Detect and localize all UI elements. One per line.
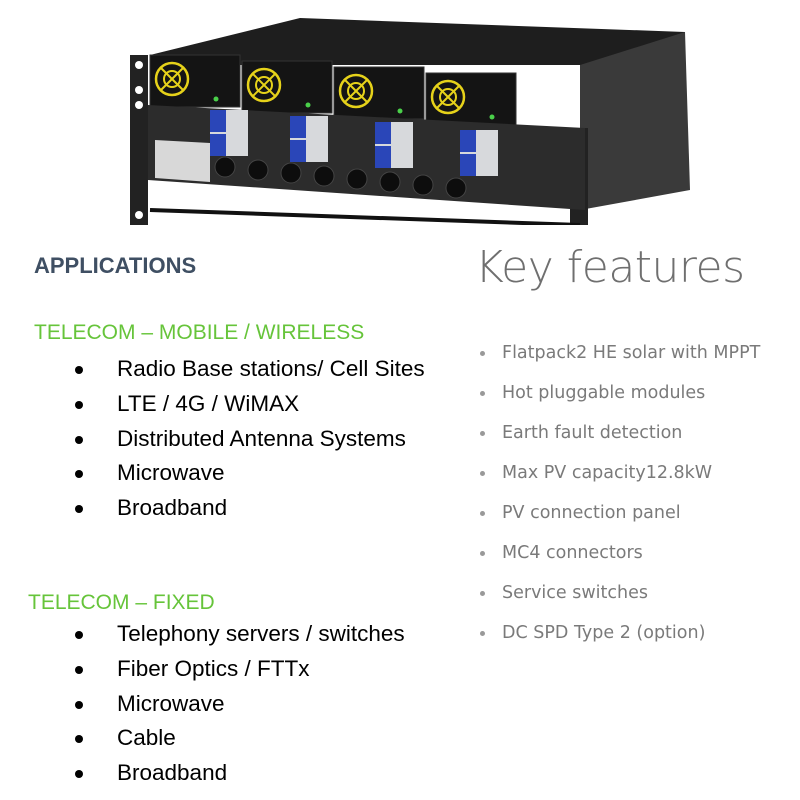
bullet-icon <box>75 631 83 639</box>
bullet-icon <box>75 665 83 674</box>
list-item: Microwave <box>0 687 405 722</box>
bullet-icon <box>480 591 485 596</box>
fan-icon <box>246 67 282 103</box>
fixed-list: Telephony servers / switches Fiber Optic… <box>0 617 405 791</box>
feature-item: MC4 connectors <box>0 533 760 573</box>
bullet-icon <box>75 435 83 444</box>
feature-item: Service switches <box>0 573 760 613</box>
fan-icon <box>338 73 374 109</box>
bullet-icon <box>75 770 83 779</box>
feature-item: PV connection panel <box>0 493 760 533</box>
bullet-icon <box>480 551 485 556</box>
key-features-heading: Key features <box>475 242 745 293</box>
applications-heading: APPLICATIONS <box>34 253 197 278</box>
feature-item: Earth fault detection <box>0 413 760 453</box>
feature-item: Max PV capacity12.8kW <box>0 453 760 493</box>
mobile-wireless-list: Radio Base stations/ Cell Sites LTE / 4G… <box>0 352 425 526</box>
fan-icon <box>430 79 466 115</box>
list-item: LTE / 4G / WiMAX <box>0 387 425 422</box>
mc4-connector <box>412 174 434 196</box>
bullet-icon <box>480 631 485 636</box>
bullet-icon <box>75 470 83 479</box>
list-item: Cable <box>0 721 405 756</box>
mc4-connector <box>445 177 467 199</box>
rectifier-module <box>425 72 517 126</box>
mc4-connector <box>346 168 368 190</box>
section-heading-fixed: TELECOM – FIXED <box>28 591 215 614</box>
bullet-icon <box>75 366 83 374</box>
bullet-icon <box>480 431 485 436</box>
list-item: Microwave <box>0 456 425 491</box>
bullet-icon <box>75 700 83 709</box>
fan-icon <box>154 61 190 97</box>
rectifier-module <box>333 66 425 120</box>
feature-item: Hot pluggable modules <box>0 373 760 413</box>
section-heading-mobile-wireless: TELECOM – MOBILE / WIRELESS <box>34 321 365 344</box>
mc4-connector <box>313 165 335 187</box>
mc4-connector <box>280 162 302 184</box>
mc4-connector <box>247 159 269 181</box>
service-switch <box>210 110 248 156</box>
list-item: Radio Base stations/ Cell Sites <box>0 352 425 387</box>
mc4-connector <box>214 156 236 178</box>
bullet-icon <box>480 351 485 356</box>
rectifier-module <box>241 60 333 114</box>
mc4-connector <box>379 171 401 193</box>
feature-item: Flatpack2 HE solar with MPPT <box>0 333 760 373</box>
bullet-icon <box>75 400 83 409</box>
bullet-icon <box>480 391 485 396</box>
list-item: Broadband <box>0 756 405 791</box>
bullet-icon <box>480 471 485 476</box>
bullet-icon <box>75 505 83 514</box>
list-item: Distributed Antenna Systems <box>0 422 425 457</box>
bullet-icon <box>480 511 485 516</box>
rectifier-module <box>149 54 241 108</box>
list-item: Broadband <box>0 491 425 526</box>
bullet-icon <box>75 735 83 744</box>
key-features-list: Flatpack2 HE solar with MPPT Hot pluggab… <box>0 333 760 653</box>
product-image-rack-power-system <box>110 10 700 230</box>
service-switch <box>460 130 498 176</box>
feature-item: DC SPD Type 2 (option) <box>0 613 760 653</box>
list-item: Fiber Optics / FTTx <box>0 652 405 687</box>
list-item: Telephony servers / switches <box>0 617 405 652</box>
service-switch <box>290 116 328 162</box>
service-switch <box>375 122 413 168</box>
